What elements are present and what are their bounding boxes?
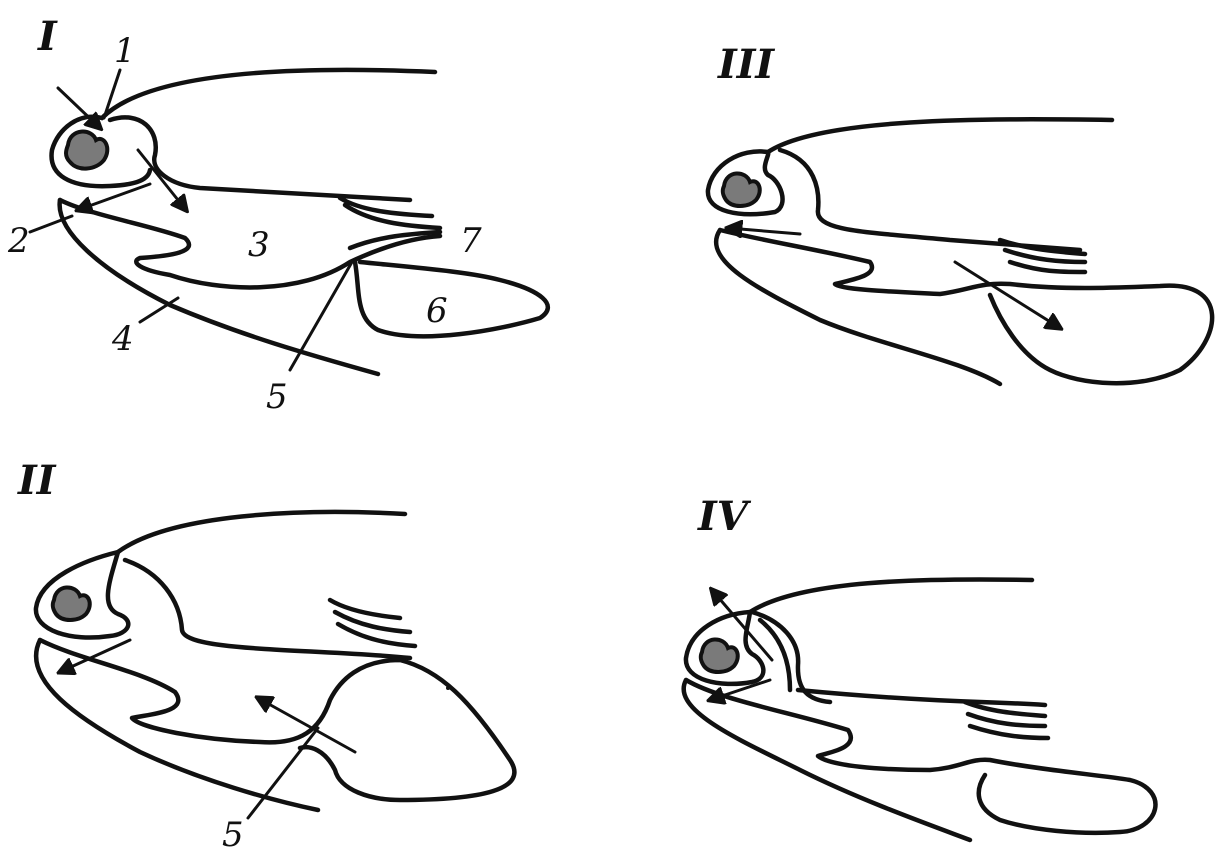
panel-IV-velum-lines xyxy=(752,612,830,702)
panel-II-pharynx-lines xyxy=(330,600,415,646)
panel-II-palate-line xyxy=(118,512,405,552)
panel-I-pharynx-lines-top xyxy=(340,198,440,228)
panel-I-larynx-outline xyxy=(355,262,548,336)
panel-II-incisor-tooth xyxy=(53,587,90,620)
panel-I-callout-7: 7 xyxy=(460,221,482,261)
panel-IV-tongue-top xyxy=(798,690,1045,705)
panel-III-tongue-top xyxy=(780,150,1080,250)
panel-I-callout-4: 4 xyxy=(111,319,134,359)
panel-IV-tongue-body xyxy=(686,680,1155,833)
panel-I-callout-6: 6 xyxy=(426,291,448,331)
panel-IV-incisor-tooth xyxy=(701,639,738,672)
panel-II-callout-5: 5 xyxy=(222,815,244,855)
panel-IV-palate-line xyxy=(750,579,1032,612)
panel-I-palate-line xyxy=(102,70,435,118)
panel-label-II: II xyxy=(17,457,57,504)
panel-label-I: I xyxy=(37,13,58,60)
panel-IV: IV xyxy=(684,493,1156,840)
panel-II: II 5 xyxy=(17,457,514,855)
panel-IV-pharynx-lines xyxy=(965,702,1048,738)
panel-III-palate-line xyxy=(768,119,1112,152)
panel-label-IV: IV xyxy=(697,493,752,540)
panel-III-jaw-line xyxy=(716,230,1000,384)
panel-I-callout-2: 2 xyxy=(7,221,30,261)
panel-I-callout-3: 3 xyxy=(248,225,270,265)
panel-III: III xyxy=(708,41,1212,384)
panel-I: I 1 2 3 4 5 6 7 xyxy=(7,13,548,417)
panel-I-tongue-top xyxy=(110,117,410,200)
panel-I-callout-1: 1 xyxy=(114,31,136,71)
panel-III-pharynx-lines xyxy=(1000,240,1085,272)
panel-II-tongue-body xyxy=(40,640,514,800)
panel-II-tongue-top xyxy=(125,560,410,658)
panel-II-dot xyxy=(446,686,450,690)
panel-I-callout-5: 5 xyxy=(266,377,288,417)
panel-label-III: III xyxy=(717,41,775,88)
panel-I-incisor-tooth xyxy=(66,132,107,169)
panel-III-incisor-tooth xyxy=(723,173,760,206)
panel-I-air-arrow-in xyxy=(58,88,100,128)
